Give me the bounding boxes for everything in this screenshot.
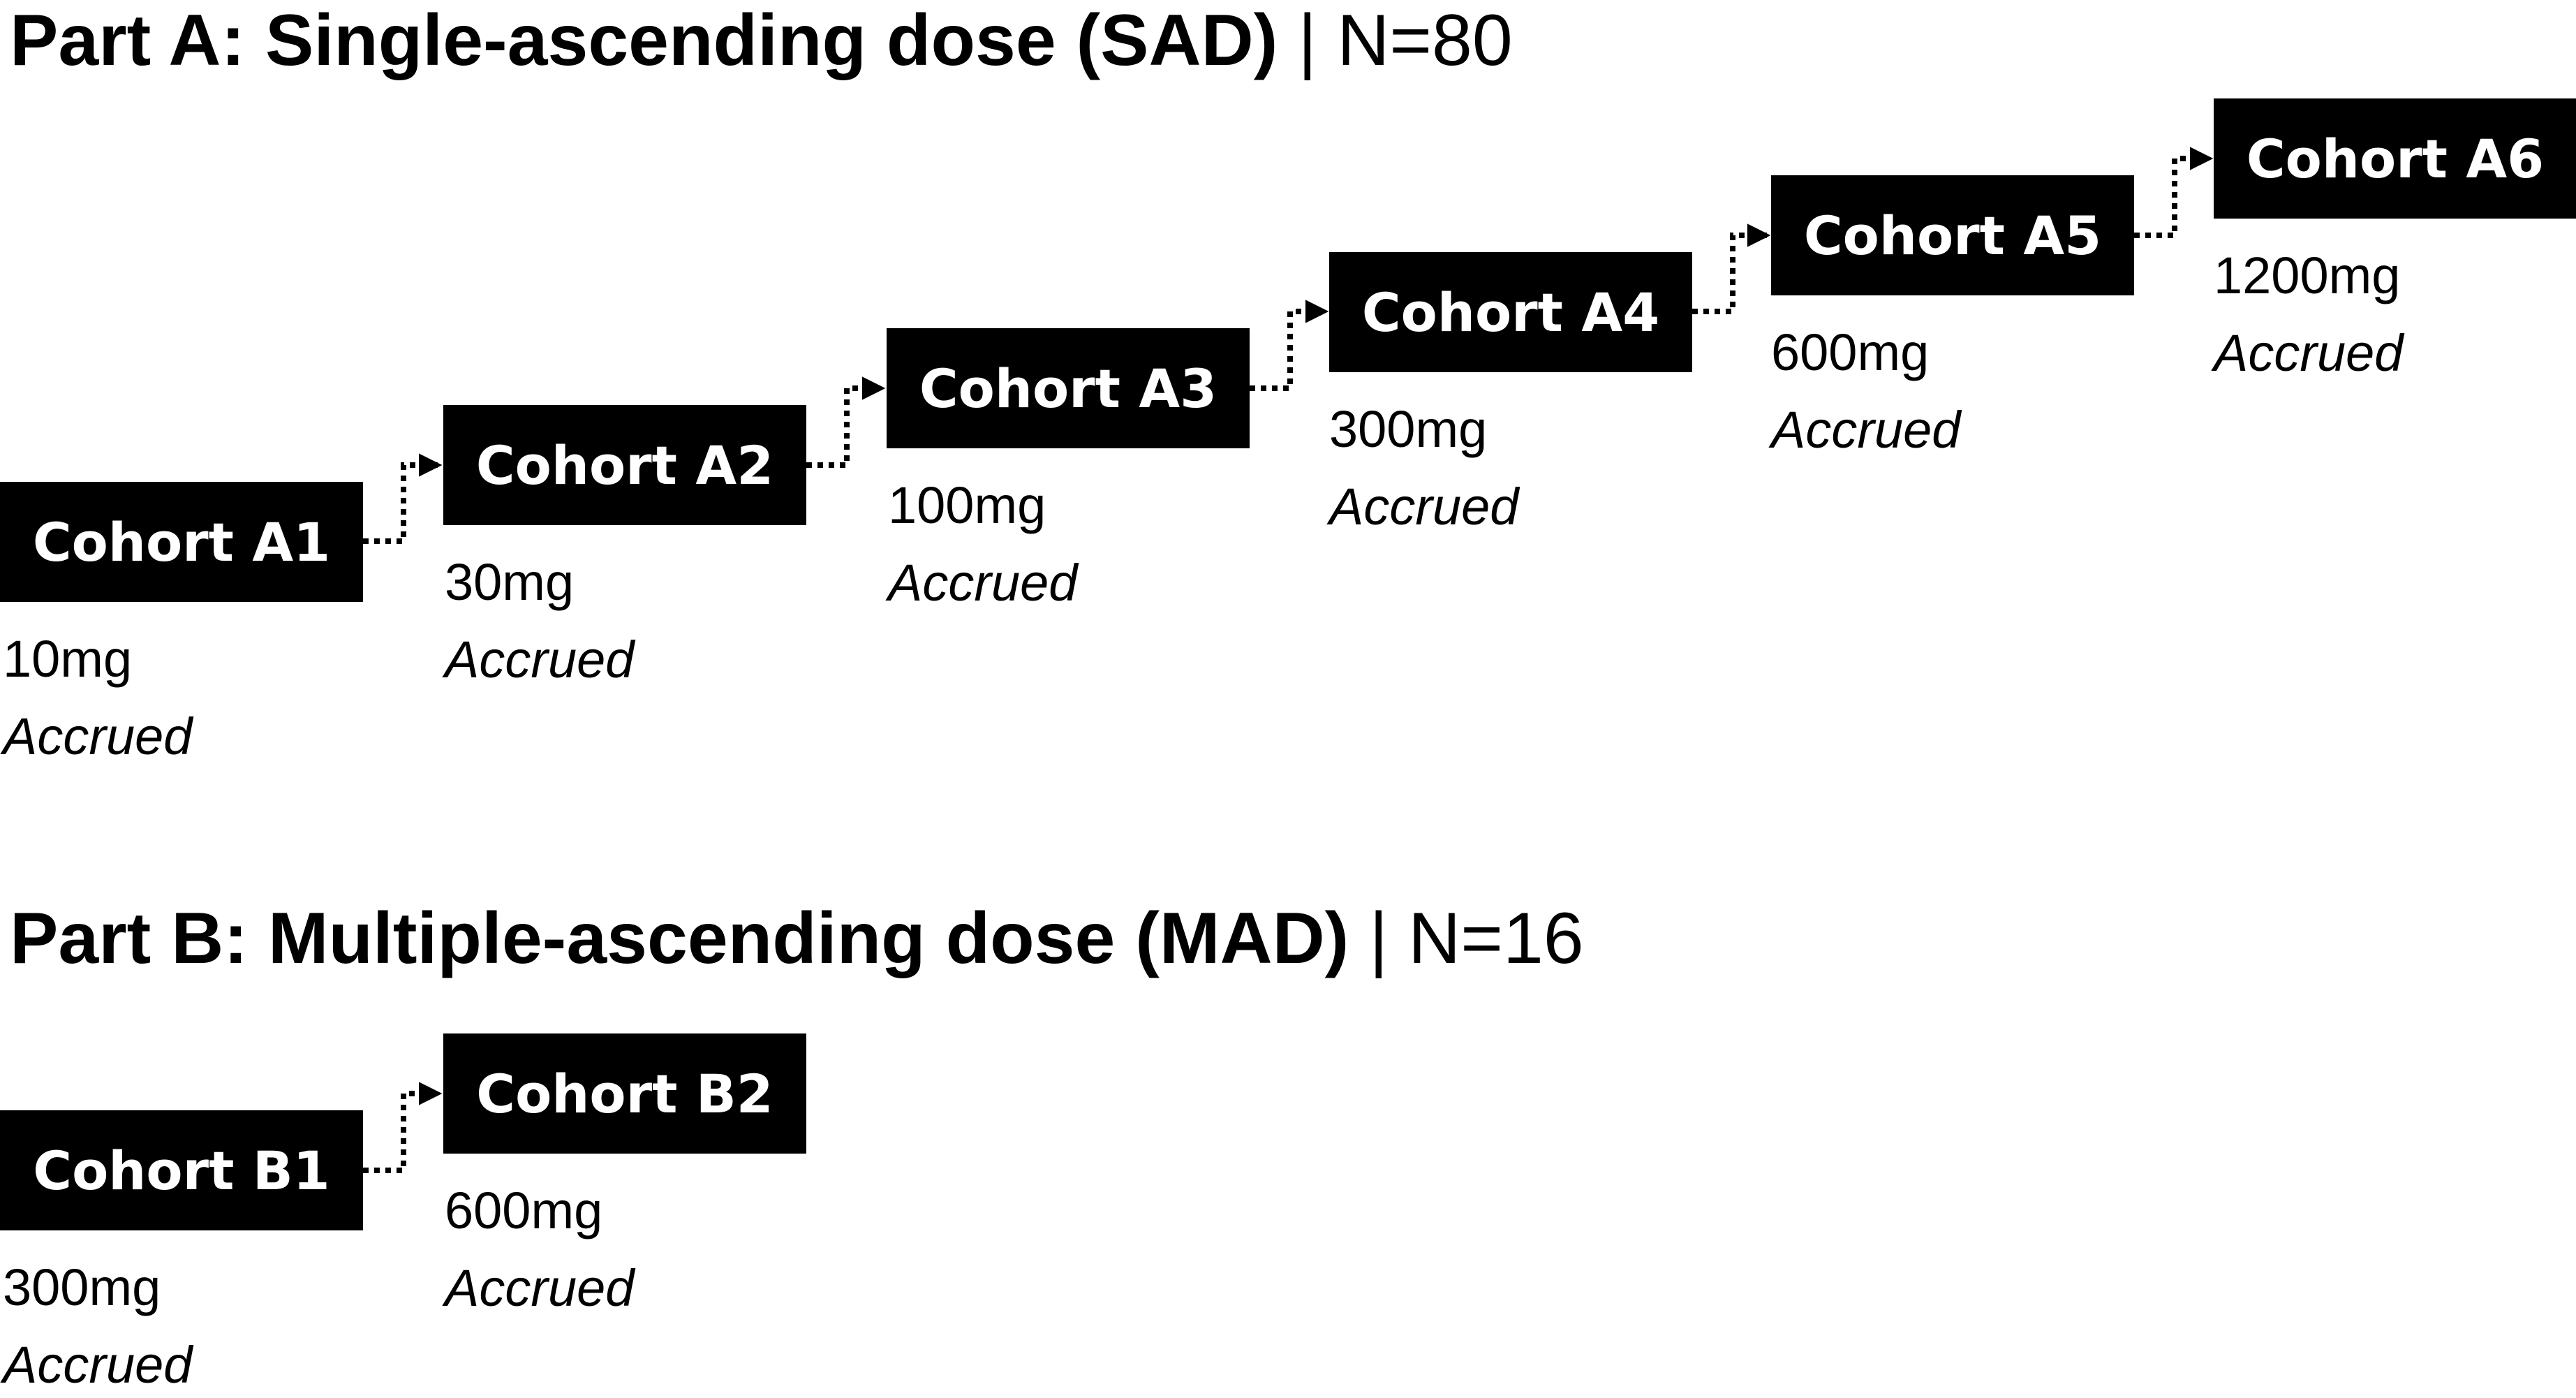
cohort-b2-status: Accrued — [445, 1259, 635, 1317]
cohort-a5-box: Cohort A5 — [1771, 175, 2134, 295]
cohort-b2-box: Cohort B2 — [443, 1033, 806, 1154]
cohort-b1-box: Cohort B1 — [0, 1110, 363, 1230]
cohort-a5-status: Accrued — [1771, 401, 1961, 459]
cohort-a1-box: Cohort A1 — [0, 482, 363, 602]
part-b-title-main: Part B: Multiple-ascending dose (MAD) — [10, 898, 1349, 979]
part-a-title-main: Part A: Single-ascending dose (SAD) — [10, 0, 1278, 81]
connector-a4-a5 — [1692, 223, 1771, 314]
part-b-title: Part B: Multiple-ascending dose (MAD) | … — [10, 902, 1584, 975]
connector-a1-a2 — [363, 453, 443, 544]
cohort-a1-status: Accrued — [3, 707, 193, 765]
cohort-a4-box: Cohort A4 — [1329, 252, 1692, 372]
cohort-a3-box: Cohort A3 — [887, 328, 1250, 448]
connector-a3-a4 — [1250, 300, 1329, 391]
cohort-a3-status: Accrued — [888, 554, 1078, 612]
cohort-a2-status: Accrued — [445, 631, 635, 689]
connector-b1-b2 — [363, 1082, 443, 1173]
cohort-a2-box: Cohort A2 — [443, 405, 806, 525]
part-a-title: Part A: Single-ascending dose (SAD) | N=… — [10, 4, 1513, 77]
part-b-sample-size: | N=16 — [1349, 898, 1584, 979]
connector-a5-a6 — [2134, 147, 2214, 238]
cohort-a3-dose: 100mg — [888, 476, 1046, 534]
cohort-a6-box: Cohort A6 — [2214, 98, 2576, 219]
cohort-a6-dose: 1200mg — [2214, 247, 2401, 304]
cohort-a2-dose: 30mg — [445, 553, 575, 611]
cohort-b1-dose: 300mg — [3, 1258, 161, 1316]
cohort-a5-dose: 600mg — [1771, 323, 1930, 381]
cohort-a1-dose: 10mg — [3, 630, 133, 688]
part-a-sample-size: | N=80 — [1278, 0, 1513, 81]
cohort-b1-status: Accrued — [3, 1336, 193, 1394]
cohort-b2-dose: 600mg — [445, 1182, 603, 1239]
connector-a2-a3 — [806, 376, 886, 468]
cohort-a6-status: Accrued — [2214, 324, 2404, 382]
cohort-a4-dose: 300mg — [1329, 400, 1488, 458]
cohort-a4-status: Accrued — [1329, 478, 1519, 536]
